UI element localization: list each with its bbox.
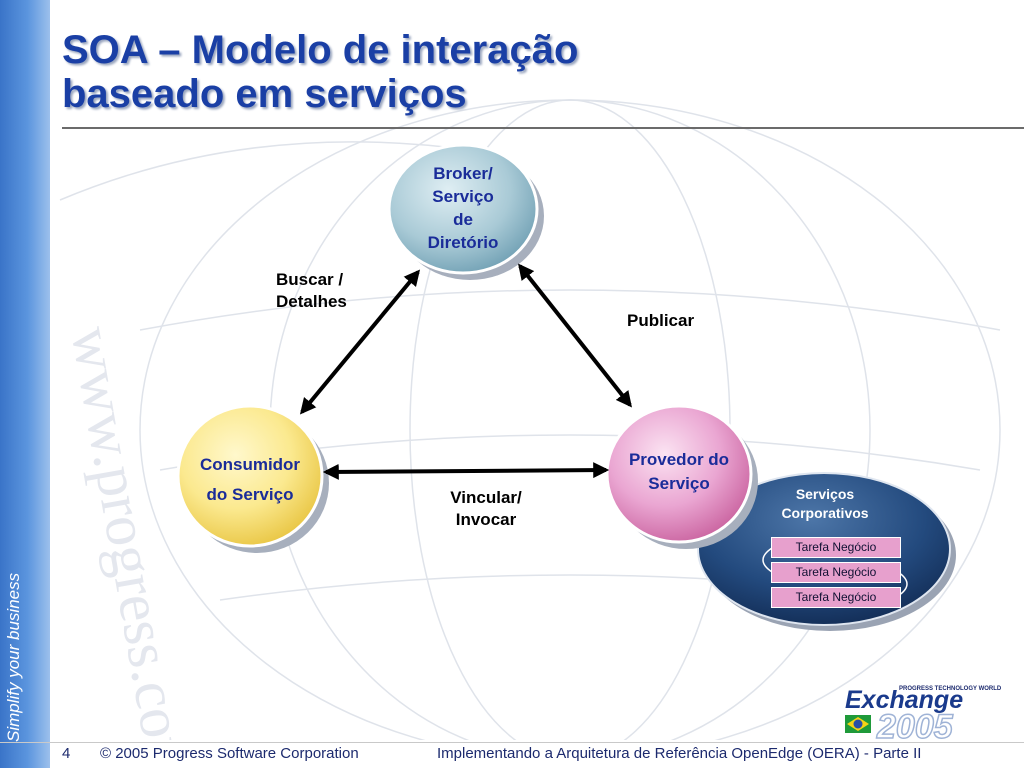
- title-divider: [62, 127, 1024, 129]
- search-label-line-2: Detalhes: [276, 292, 347, 311]
- search-label-line-1: Buscar /: [276, 270, 344, 289]
- publish-edge-label: Publicar: [627, 311, 695, 330]
- consumer-label-line-1: Consumidor: [199, 455, 301, 474]
- logo-year: 2005: [876, 708, 954, 742]
- sidebar: Simplify your business: [0, 0, 50, 768]
- broker-label-line-3: de: [453, 210, 473, 229]
- broker-label-line-2: Serviço: [432, 187, 494, 206]
- broker-label-line-4: Diretório: [427, 233, 499, 252]
- corporate-services-label: Serviços Corporativos: [755, 485, 895, 523]
- business-task-3: Tarefa Negócio: [771, 587, 901, 608]
- logo-brand: Exchange: [845, 686, 963, 714]
- business-task-2: Tarefa Negócio: [771, 562, 901, 583]
- page-number: 4: [62, 745, 71, 762]
- consumer-label-line-2: do Serviço: [206, 485, 294, 504]
- broker-label: Broker/ Serviço de Diretório: [403, 162, 523, 254]
- corporate-label-line-2: Corporativos: [781, 505, 869, 521]
- bind-edge-label: Vincular/ Invocar: [436, 487, 536, 531]
- background-globe: www.progress.com: [59, 99, 1001, 740]
- search-edge-label: Buscar / Detalhes: [276, 269, 347, 313]
- corporate-label-line-1: Serviços: [795, 486, 855, 502]
- consumer-label: Consumidor do Serviço: [180, 450, 320, 510]
- slide-title: SOA – Modelo de interação baseado em ser…: [62, 28, 962, 116]
- consumer-circle: [176, 404, 324, 548]
- bind-label-line-1: Vincular/: [450, 488, 522, 507]
- provider-label-line-1: Provedor do: [628, 450, 730, 469]
- broker-circle: [387, 143, 539, 275]
- exchange-2005-logo: PROGRESS TECHNOLOGY WORLD Exchange 2005: [845, 686, 1002, 742]
- footer-divider: [0, 742, 1024, 743]
- search-arrow: [299, 269, 421, 415]
- provider-label-line-2: Serviço: [648, 474, 710, 493]
- title-line-1: SOA – Modelo de interação: [62, 28, 579, 72]
- bind-label-line-2: Invocar: [455, 510, 517, 529]
- bind-arrow: [322, 462, 610, 480]
- logo-tagline: PROGRESS TECHNOLOGY WORLD: [899, 686, 1002, 692]
- footer-copyright: © 2005 Progress Software Corporation: [100, 745, 359, 762]
- provider-label: Provedor do Serviço: [609, 448, 749, 496]
- footer-presentation-title: Implementando a Arquitetura de Referênci…: [437, 745, 922, 762]
- publish-arrow: [518, 263, 632, 408]
- title-line-2: baseado em serviços: [62, 72, 467, 116]
- business-task-1: Tarefa Negócio: [771, 537, 901, 558]
- broker-label-line-1: Broker/: [433, 164, 493, 183]
- task-connector-1: [762, 547, 773, 573]
